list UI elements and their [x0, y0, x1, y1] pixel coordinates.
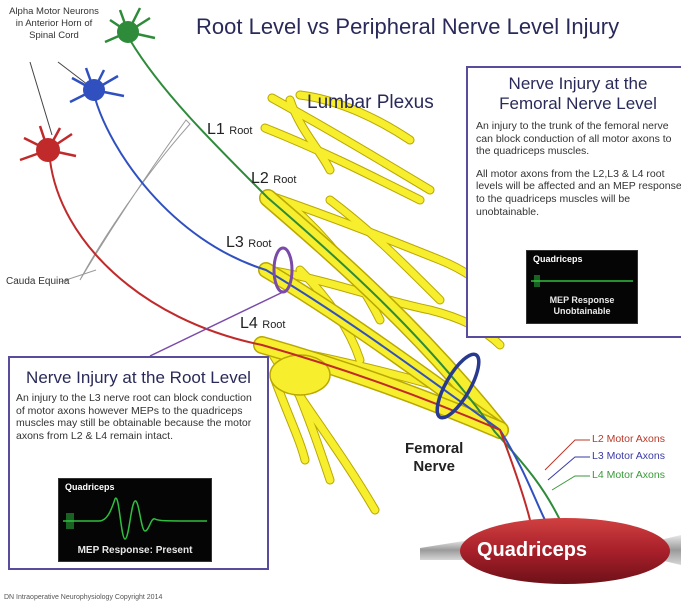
femoral-injury-box: Nerve Injury at the Femoral Nerve Level … — [466, 66, 681, 338]
mep-monitor-present: Quadriceps MEP Response: Present — [58, 478, 212, 562]
lumbar-plexus-label: Lumbar Plexus — [307, 92, 434, 114]
femoral-box-title-1: Nerve Injury at the — [468, 74, 681, 94]
copyright-note: DN Intraoperative Neurophysiology Copyri… — [4, 594, 162, 601]
axon-label-l4: L4 Motor Axons — [592, 469, 665, 481]
root-box-para: An injury to the L3 nerve root can block… — [16, 392, 261, 442]
alpha-motor-neurons-label: Alpha Motor Neurons in Anterior Horn of … — [8, 6, 100, 42]
root-box-title: Nerve Injury at the Root Level — [10, 368, 267, 388]
mep-trace-waveform — [59, 491, 211, 543]
mep-response-unobtainable: MEP Response Unobtainable — [527, 295, 637, 317]
mep-trace-flat — [527, 265, 637, 293]
femoral-nerve-label: Femoral Nerve — [405, 440, 463, 476]
cauda-equina-label: Cauda Equina — [6, 276, 69, 287]
mep-response-present: MEP Response: Present — [59, 545, 211, 556]
root-label-l3: L3 Root — [226, 234, 272, 252]
root-label-l2: L2 Root — [251, 170, 297, 188]
root-injury-box: Nerve Injury at the Root Level An injury… — [8, 356, 269, 570]
root-label-l1: L1 Root — [207, 121, 253, 139]
lumbar-plexus — [262, 95, 500, 510]
axon-label-l3: L3 Motor Axons — [592, 450, 665, 462]
quadriceps-label: Quadriceps — [477, 539, 587, 562]
femoral-box-para-1: An injury to the trunk of the femoral ne… — [476, 120, 681, 158]
mep-label-femoral: Quadriceps — [533, 254, 583, 264]
mep-monitor-unobtainable: Quadriceps MEP Response Unobtainable — [526, 250, 638, 324]
femoral-box-para-2: All motor axons from the L2,L3 & L4 root… — [476, 168, 681, 218]
alpha-pointer-lines — [30, 62, 92, 135]
root-label-l4: L4 Root — [240, 315, 286, 333]
femoral-box-title-2: Femoral Nerve Level — [468, 94, 681, 114]
diagram-title: Root Level vs Peripheral Nerve Level Inj… — [196, 14, 619, 40]
axon-label-l2: L2 Motor Axons — [592, 433, 665, 445]
